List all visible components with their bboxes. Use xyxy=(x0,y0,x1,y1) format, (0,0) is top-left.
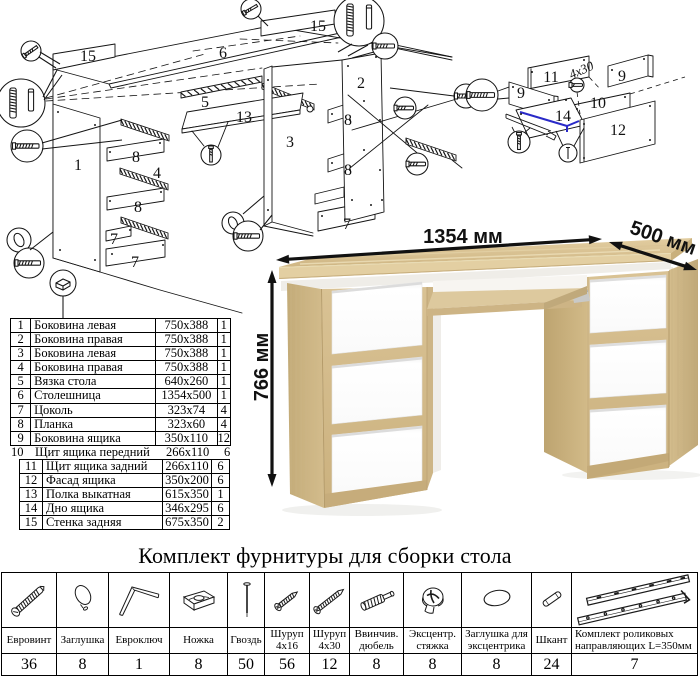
svg-text:8: 8 xyxy=(344,162,352,179)
svg-text:13: 13 xyxy=(236,109,252,126)
svg-text:9: 9 xyxy=(618,68,626,85)
svg-text:9: 9 xyxy=(517,85,525,102)
svg-text:6: 6 xyxy=(219,45,227,62)
svg-text:766 мм: 766 мм xyxy=(251,333,273,402)
svg-text:7: 7 xyxy=(131,254,139,271)
svg-text:15: 15 xyxy=(310,18,326,35)
svg-text:2: 2 xyxy=(357,75,365,92)
svg-text:8: 8 xyxy=(132,149,140,166)
svg-text:8: 8 xyxy=(134,199,142,216)
svg-text:10: 10 xyxy=(590,95,606,112)
svg-text:1354 мм: 1354 мм xyxy=(423,226,503,248)
svg-text:8: 8 xyxy=(344,112,352,129)
svg-text:7: 7 xyxy=(110,231,118,248)
svg-text:3: 3 xyxy=(286,134,294,151)
svg-text:4: 4 xyxy=(153,165,161,182)
svg-text:1: 1 xyxy=(74,157,82,174)
svg-text:12: 12 xyxy=(610,122,626,139)
svg-text:5: 5 xyxy=(201,94,209,111)
svg-text:15: 15 xyxy=(80,48,96,65)
svg-text:14: 14 xyxy=(555,108,571,125)
svg-text:11: 11 xyxy=(543,69,558,86)
svg-text:7: 7 xyxy=(343,216,351,233)
